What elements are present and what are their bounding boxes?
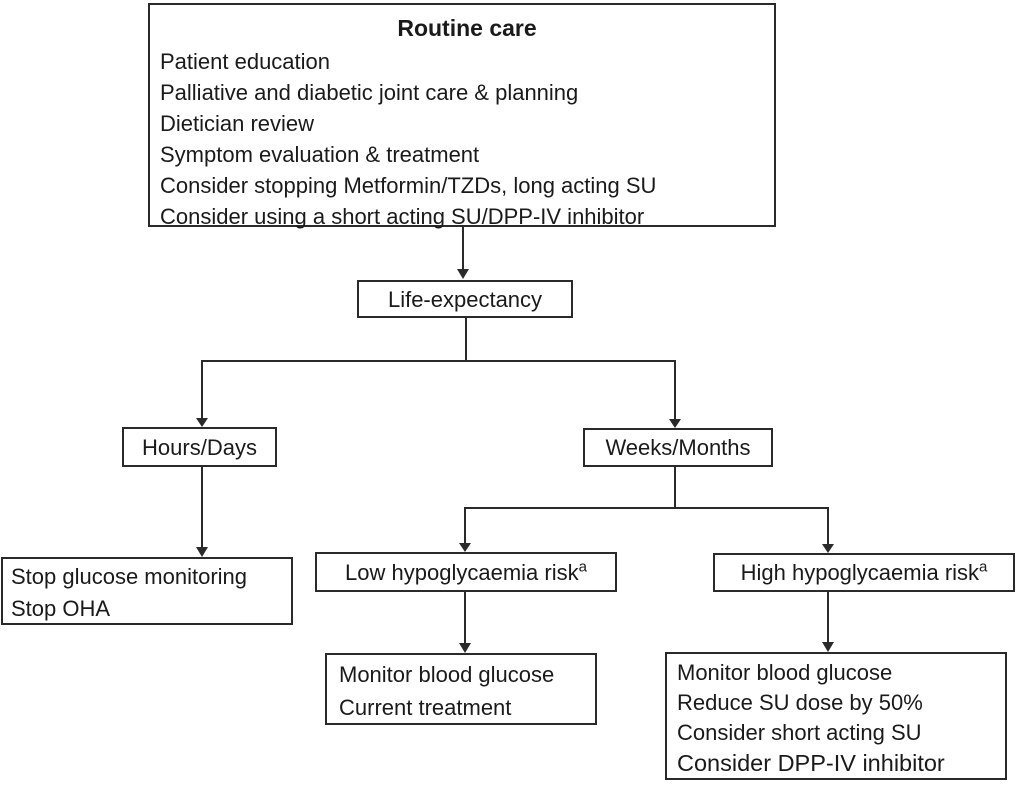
routine-care-line: Consider using a short acting SU/DPP-IV …	[160, 204, 645, 229]
monitor-current-line: Monitor blood glucose	[339, 662, 555, 687]
high-risk-box: High hypoglycaemia riska	[713, 553, 1015, 592]
low-risk-box: Low hypoglycaemia riska	[315, 552, 617, 592]
arrowhead-life-expectancy	[457, 269, 469, 279]
routine-care-line: Consider stopping Metformin/TZDs, long a…	[160, 173, 657, 198]
arrowhead-low-risk	[459, 543, 471, 552]
high-risk-footnote-marker: a	[979, 558, 988, 576]
high-risk-label: High hypoglycaemia riska	[740, 558, 988, 585]
monitor-high-risk-line: Monitor blood glucose	[677, 660, 893, 685]
weeks-months-label: Weeks/Months	[605, 435, 751, 460]
routine-care-title: Routine care	[397, 15, 537, 41]
routine-care-line: Palliative and diabetic joint care & pla…	[160, 80, 579, 105]
monitor-high-risk-line: Consider short acting SU	[677, 720, 922, 745]
hours-days-box: Hours/Days	[122, 427, 277, 467]
monitor-high-risk-line: Reduce SU dose by 50%	[677, 690, 923, 715]
stop-care-line: Stop glucose monitoring	[11, 564, 248, 589]
weeks-months-box: Weeks/Months	[583, 428, 773, 467]
life-expectancy-label: Life-expectancy	[387, 286, 543, 312]
arrowhead-monitor-current	[459, 643, 471, 653]
monitor-current-box: Monitor blood glucose Current treatment	[325, 653, 597, 725]
monitor-high-risk-line: Consider DPP-IV inhibitor	[677, 750, 945, 776]
stop-care-box: Stop glucose monitoring Stop OHA	[1, 557, 293, 625]
monitor-high-risk-box: Monitor blood glucose Reduce SU dose by …	[665, 652, 1007, 780]
low-risk-label: Low hypoglycaemia riska	[345, 558, 587, 585]
stop-care-line: Stop OHA	[11, 596, 111, 621]
monitor-current-line: Current treatment	[339, 695, 512, 720]
routine-care-box: Routine care Patient education Palliativ…	[148, 3, 776, 229]
routine-care-line: Patient education	[160, 49, 331, 74]
low-risk-footnote-marker: a	[578, 558, 587, 576]
routine-care-line: Symptom evaluation & treatment	[160, 142, 480, 167]
arrowhead-hours-days	[196, 418, 208, 427]
life-expectancy-box: Life-expectancy	[357, 280, 573, 318]
hours-days-label: Hours/Days	[142, 434, 257, 460]
arrowhead-monitor-high-risk	[822, 642, 834, 652]
arrowhead-weeks-months	[669, 419, 681, 428]
arrowhead-high-risk	[822, 544, 834, 553]
routine-care-line: Dietician review	[160, 111, 315, 136]
arrowhead-stop-care	[196, 547, 208, 557]
